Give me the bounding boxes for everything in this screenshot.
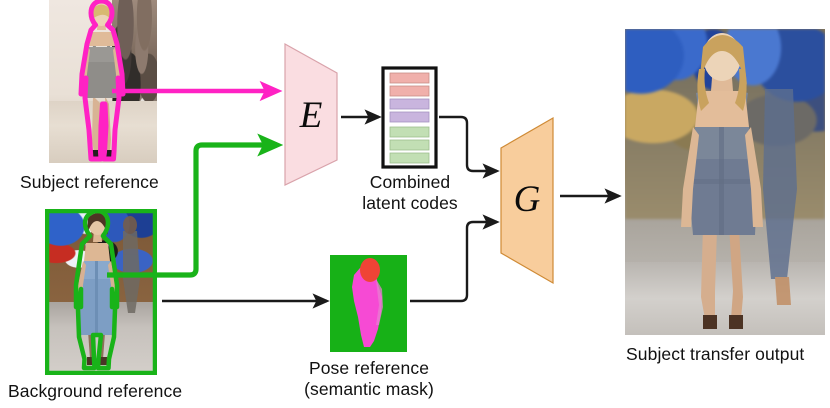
edge-latent-to-generator xyxy=(439,115,500,179)
mask-arm-region xyxy=(376,279,383,325)
latent-codes-label-line1: Combined xyxy=(369,172,451,192)
subject-reference-label: Subject reference xyxy=(20,172,159,192)
latent-bar-1 xyxy=(389,72,430,84)
latent-bar-3 xyxy=(389,98,430,110)
subject-person-outline xyxy=(78,0,126,162)
mask-body-region xyxy=(352,266,382,347)
background-secondary-person xyxy=(123,216,140,313)
background-person-figure xyxy=(45,209,157,375)
edge-pose-to-generator xyxy=(410,214,500,303)
encoder-symbol: E xyxy=(299,95,323,136)
latent-bar-2 xyxy=(389,85,430,97)
output-label: Subject transfer output xyxy=(626,344,805,364)
background-frame xyxy=(45,209,157,375)
background-reference-label: Background reference xyxy=(8,381,183,401)
subject-person-figure xyxy=(78,0,126,162)
edge-background-to-encoder xyxy=(107,133,284,278)
pose-reference-image xyxy=(330,255,407,352)
latent-bar-5 xyxy=(389,126,430,138)
generator-symbol: G xyxy=(513,179,541,220)
generator-trapezoid xyxy=(500,116,554,285)
latent-bar-6 xyxy=(389,139,430,151)
pose-reference-label-line2: (semantic mask) xyxy=(304,379,434,399)
encoder-trapezoid xyxy=(284,42,338,186)
output-image xyxy=(625,29,825,335)
background-reference-image xyxy=(45,209,157,375)
background-person-outline xyxy=(73,209,120,371)
latent-codes-label-line2: latent codes xyxy=(362,193,458,213)
output-photo-floor xyxy=(625,261,825,335)
pose-reference-label-line1: Pose reference xyxy=(308,358,430,378)
semantic-mask xyxy=(330,255,407,352)
mask-head-region xyxy=(360,258,380,282)
output-secondary-person xyxy=(763,89,797,305)
subject-reference-image xyxy=(49,0,157,163)
output-person-figure xyxy=(681,33,797,329)
latent-bar-4 xyxy=(389,111,430,123)
output-person-body xyxy=(681,33,763,329)
latent-bar-7 xyxy=(389,152,430,164)
